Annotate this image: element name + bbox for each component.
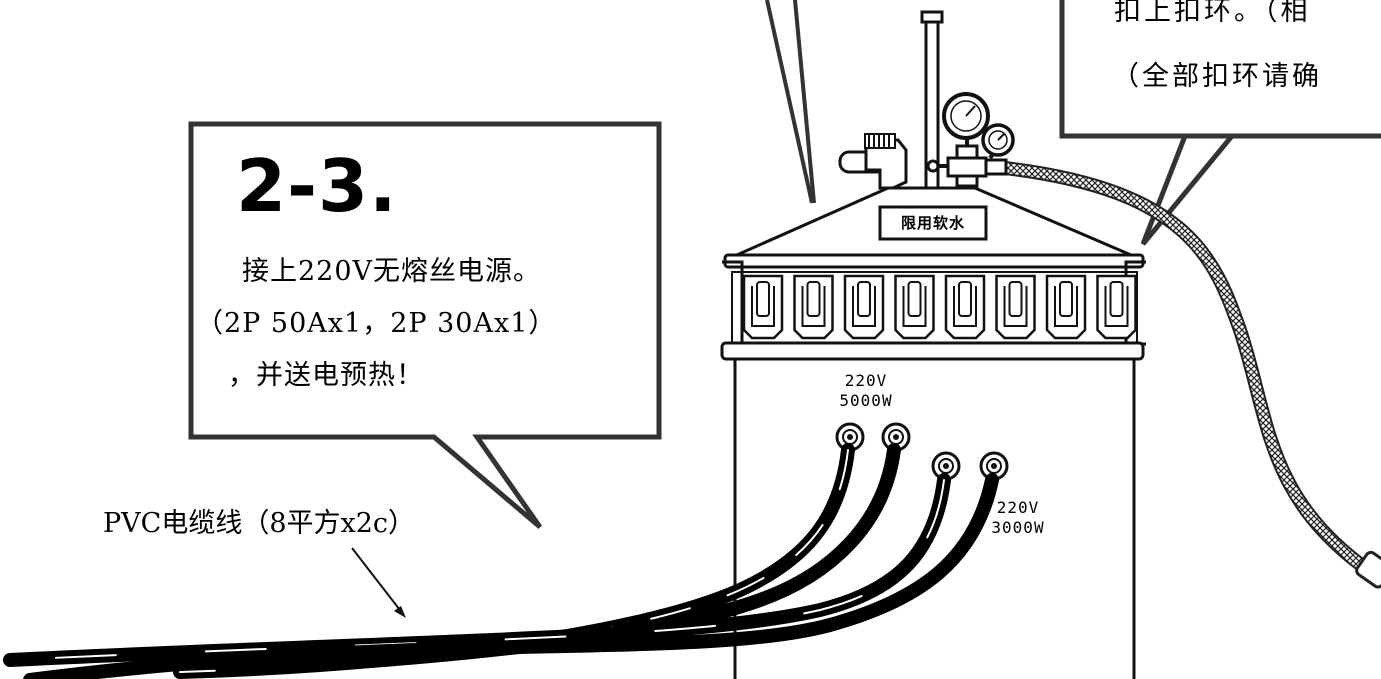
callout-top-pointer	[765, 0, 816, 204]
lid-latches	[722, 260, 1146, 346]
machine-body	[733, 359, 1136, 679]
latch-clamp	[742, 274, 784, 340]
latch-clamp	[944, 274, 986, 340]
latch-clamp	[1096, 274, 1137, 340]
step-number: 2-3.	[236, 144, 398, 228]
soft-water-plate	[878, 205, 988, 241]
callout-top-right-line1: 扣上扣环。（相	[1114, 0, 1311, 27]
base-ring	[720, 341, 1145, 361]
cable-label-arrow	[351, 547, 406, 618]
heater2-voltage: 220V	[996, 498, 1040, 517]
vent-pipe	[920, 10, 944, 190]
latch-clamp	[1045, 274, 1087, 340]
callout-top-right-bubble	[1059, 0, 1381, 246]
heater1-label: 220V 5000W	[826, 371, 906, 411]
callout-left-line3: ，并送电预热！	[228, 360, 424, 391]
heater1-power: 5000W	[839, 391, 893, 410]
latch-clamp	[894, 274, 935, 340]
pressure-regulator	[926, 138, 1008, 188]
callout-top-right-line2: （全部扣环请确	[1112, 61, 1322, 92]
callout-left-line1: 接上220V无熔丝电源。	[242, 256, 542, 287]
soft-water-plate-label: 限用软水	[900, 214, 965, 232]
latch-clamp	[793, 274, 834, 340]
heater2-power: 3000W	[991, 518, 1045, 537]
power-cables	[3, 443, 999, 679]
terminal-icon	[931, 451, 961, 481]
callout-left-bubble	[188, 121, 662, 529]
latch-clamp	[995, 274, 1036, 340]
braided-hose	[1004, 161, 1381, 589]
heater2-label: 220V 3000W	[978, 498, 1058, 538]
valve-icon	[838, 133, 908, 190]
heater1-voltage: 220V	[844, 371, 888, 390]
hose-fitting	[1355, 550, 1381, 589]
pressure-gauge-icon	[942, 92, 990, 140]
callout-left-line2: （2P 50Ax1，2P 30Ax1）	[196, 308, 557, 339]
machine-lid	[723, 186, 1145, 269]
latch-clamp	[843, 274, 885, 340]
cable-label: PVC电缆线（8平方x2c）	[103, 508, 416, 539]
small-gauge-icon	[981, 123, 1015, 157]
